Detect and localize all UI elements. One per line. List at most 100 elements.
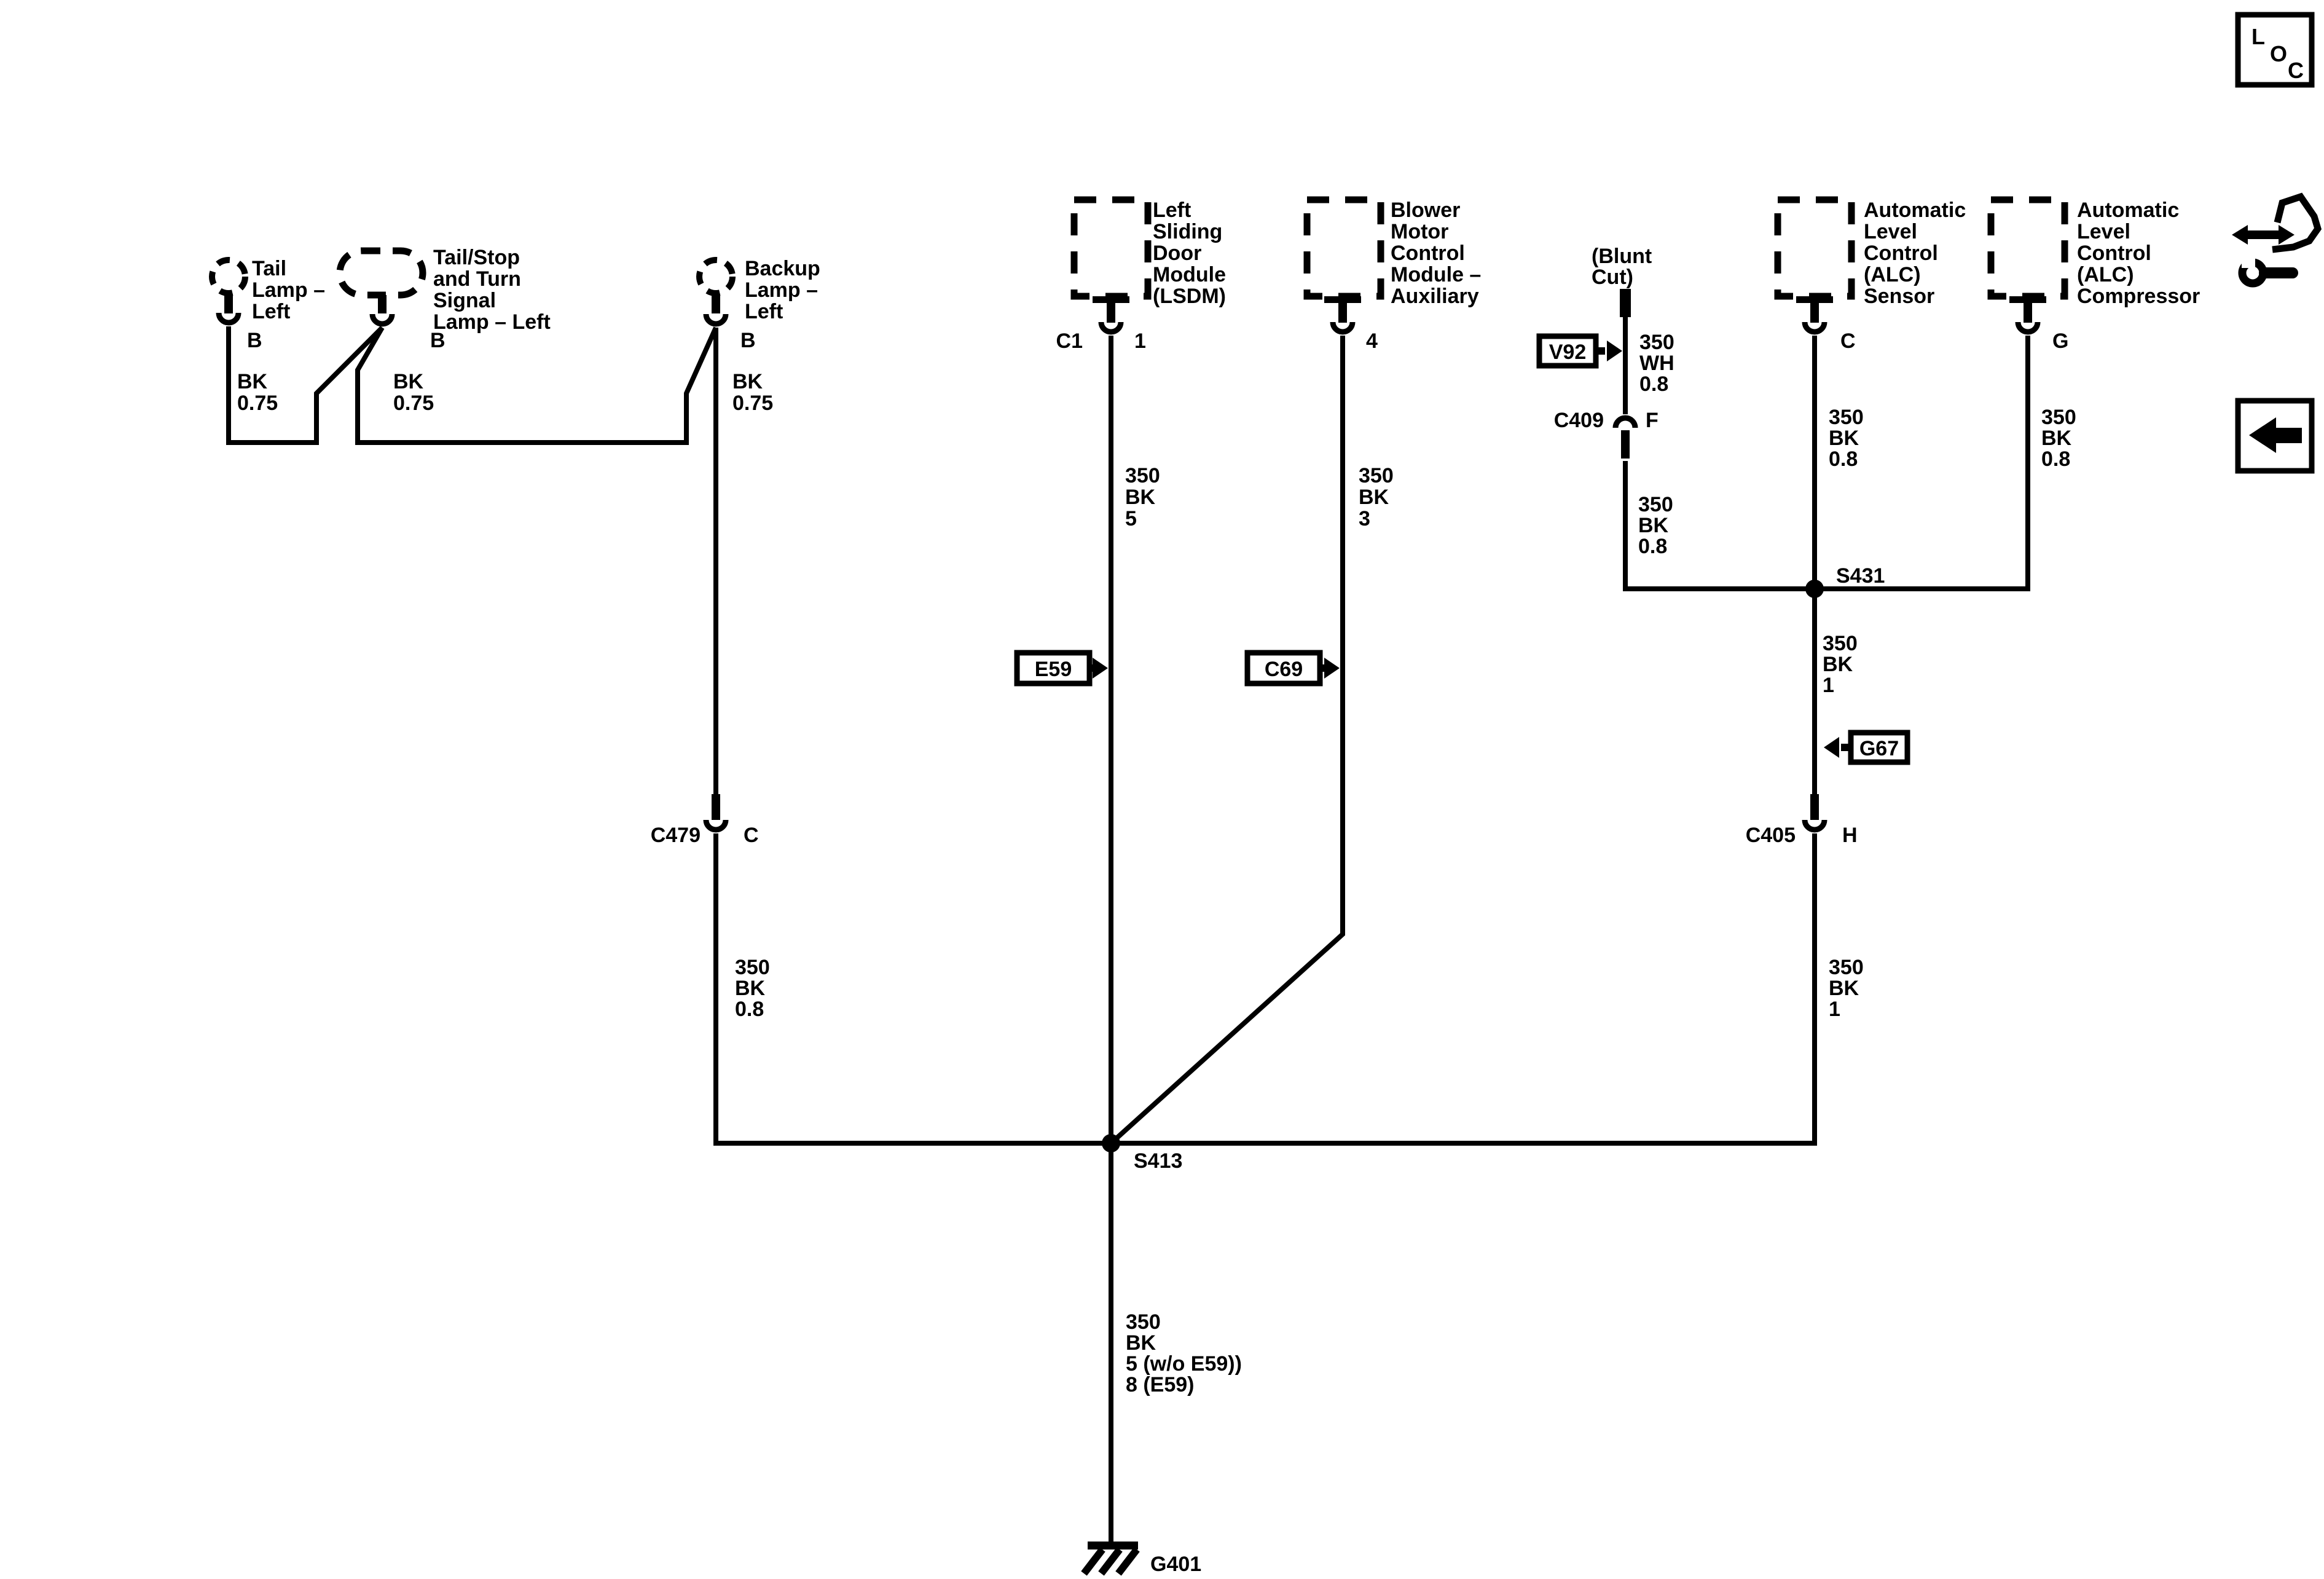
wire-label: 0.75 <box>732 392 773 415</box>
splice-dot <box>1805 580 1824 598</box>
wire-label: 350 <box>1829 406 1864 429</box>
wire-label: 0.75 <box>237 392 278 415</box>
component-label: Lamp – Left <box>433 310 551 334</box>
wire-label: BK <box>732 370 763 393</box>
alc-compressor-box <box>1987 196 2068 300</box>
flag-label[interactable]: E59 <box>1035 658 1072 681</box>
wire-label: 1 <box>1829 998 1840 1021</box>
component-label: Control <box>2077 242 2151 265</box>
wire <box>226 326 384 445</box>
flag-label[interactable]: G67 <box>1859 737 1899 760</box>
right-arrow-icon <box>1607 341 1622 361</box>
flag-c69[interactable]: C69 <box>1244 650 1340 687</box>
wire-label: 8 (E59) <box>1126 1373 1195 1396</box>
connector-cup <box>1802 819 1827 833</box>
connector-cup <box>369 313 395 327</box>
blunt-cut-branch: (Blunt Cut) 350 WH 0.8 C409 F 350 BK 0.8 <box>1554 245 1674 558</box>
component-label: Level <box>2077 220 2130 243</box>
flag-v92[interactable]: V92 <box>1536 333 1622 369</box>
panel-outline-icon <box>2272 192 2322 253</box>
blunt-cut-terminal <box>1620 289 1631 317</box>
connector-stub <box>1810 302 1819 323</box>
connector-stub <box>378 295 387 313</box>
wrench-handle-icon <box>2259 267 2298 278</box>
component-label: Left <box>252 300 290 323</box>
pin-label: F <box>1646 409 1659 432</box>
wire-label: 350 <box>2041 406 2076 429</box>
alc-sensor-box <box>1774 196 1855 300</box>
flag-label[interactable]: C69 <box>1265 658 1303 681</box>
pin-label: H <box>1842 824 1858 847</box>
back-button[interactable] <box>2235 398 2315 474</box>
connector-stub <box>2024 302 2032 323</box>
tail-lamp-symbol <box>209 257 248 296</box>
pin-label: C <box>1840 329 1856 353</box>
component-label: and Turn <box>433 267 521 291</box>
pin-label: 4 <box>1366 329 1378 353</box>
wire-label: 0.8 <box>1638 535 1667 558</box>
wire-label: 0.8 <box>2041 447 2070 471</box>
automatic-level-control-sensor: Automatic Level Control (ALC) Sensor C 3… <box>1774 196 1966 471</box>
wire-label: 0.8 <box>735 998 764 1021</box>
connector-stub <box>712 294 720 313</box>
tail-lamp-left: Tail Lamp – Left B BK 0.75 <box>209 257 325 415</box>
connector-cup <box>1330 321 1356 335</box>
wire-label: 1 <box>1823 674 1834 697</box>
flag-e59[interactable]: E59 <box>1014 650 1108 687</box>
connector-stub <box>1338 302 1347 323</box>
wire <box>1623 461 1815 591</box>
loc-button[interactable]: L O C <box>2235 12 2315 88</box>
wrench-jaw-notch <box>2242 258 2255 268</box>
pin-label: C <box>744 824 759 847</box>
connector-stub <box>1621 430 1630 459</box>
component-label: Lamp – <box>745 278 818 302</box>
splice-dot <box>1102 1134 1120 1152</box>
connector-bar <box>1324 296 1361 303</box>
component-label: Left <box>1153 199 1191 222</box>
wire-label: BK <box>735 977 766 1000</box>
connector-label: C405 <box>1746 824 1796 847</box>
component-label: Compressor <box>2077 285 2200 308</box>
wire-label: WH <box>1639 352 1674 375</box>
connector-c479: C479 C 350 BK 0.8 <box>651 794 770 1021</box>
tail-stop-lamp-symbol <box>336 247 426 299</box>
wire-label: 350 <box>1126 1310 1161 1334</box>
wire-label: 0.8 <box>1829 447 1858 471</box>
wire-label: 350 <box>1639 331 1674 354</box>
wire-label: BK <box>2041 427 2072 450</box>
component-label: Module – <box>1391 263 1481 286</box>
wire-runs <box>226 317 2030 1544</box>
backup-lamp-symbol <box>696 257 736 296</box>
wire-label: 350 <box>735 956 770 979</box>
connector-bar <box>1093 296 1129 303</box>
flag-label[interactable]: V92 <box>1549 341 1587 364</box>
splice-label: S413 <box>1134 1149 1182 1173</box>
wire-label: 0.75 <box>393 392 434 415</box>
ground-stroke <box>1098 1547 1123 1576</box>
flag-g67[interactable]: G67 <box>1824 730 1910 765</box>
connector-cup <box>703 819 729 833</box>
component-label: Motor <box>1391 220 1448 243</box>
component-label: Module <box>1153 263 1226 286</box>
loc-letter: O <box>2270 41 2287 66</box>
repair-navigation-icon[interactable] <box>2232 192 2322 288</box>
wire-label: BK <box>1125 486 1156 509</box>
loc-box[interactable] <box>2235 12 2315 88</box>
pin-label: B <box>430 329 446 352</box>
connector-cup <box>1098 321 1124 335</box>
blower-box <box>1303 196 1384 300</box>
connector-stub <box>712 794 720 820</box>
back-arrow-shaft <box>2274 428 2302 443</box>
wire-label: BK <box>1829 427 1859 450</box>
component-label: Automatic <box>2077 199 2179 222</box>
component-label: Control <box>1391 242 1465 265</box>
blower-motor-control-module-auxiliary: Blower Motor Control Module – Auxiliary … <box>1303 196 1481 530</box>
component-label: Backup <box>745 257 820 280</box>
flag-box[interactable] <box>1014 650 1093 687</box>
right-arrow-icon <box>1093 658 1108 679</box>
wire-label: BK <box>1823 653 1853 676</box>
lsdm-box <box>1070 196 1152 300</box>
blunt-cut-label: Cut) <box>1592 266 1633 289</box>
